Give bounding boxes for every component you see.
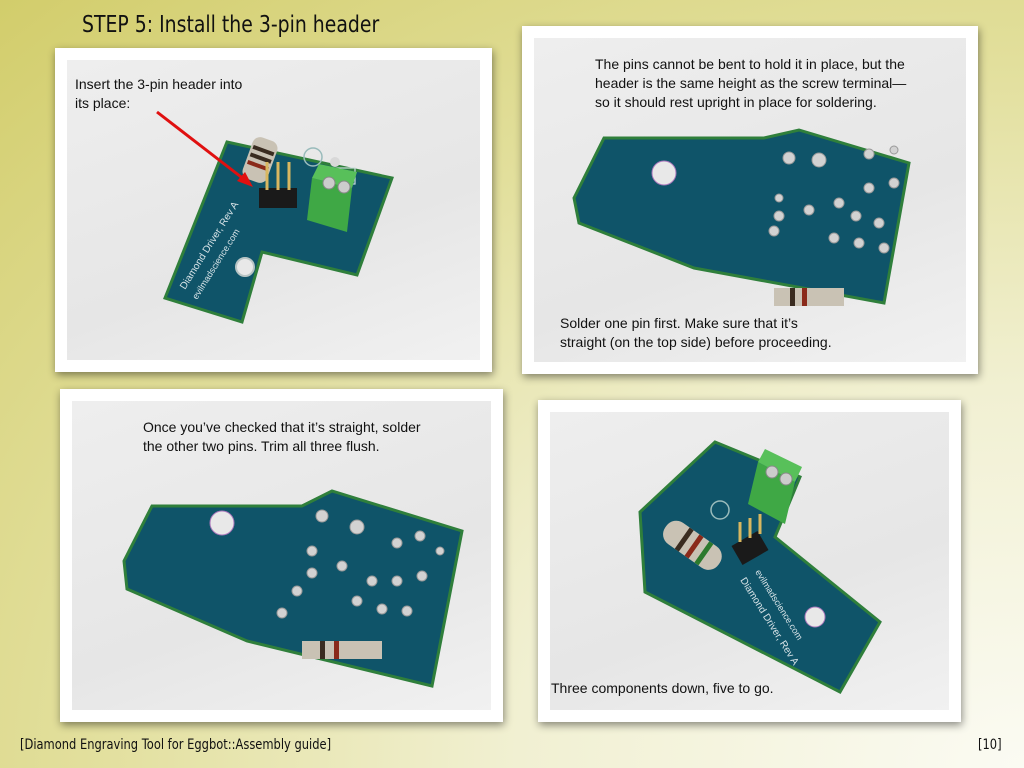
slide-title: STEP 5: Install the 3-pin header [82, 12, 380, 38]
photo-3 [72, 401, 491, 710]
photo-card-3: Once you’ve checked that it’s straight, … [60, 389, 503, 722]
photo-1: Diamond Driver, Rev A evilmadscience.com [67, 60, 480, 360]
photo-4: Diamond Driver, Rev A evilmadscience.com [550, 412, 949, 710]
panel-2-caption-bottom: Solder one pin first. Make sure that it’… [560, 315, 832, 350]
photo-card-4: Diamond Driver, Rev A evilmadscience.com… [538, 400, 961, 722]
pcb-soldered-photo [122, 489, 464, 688]
footer-guide-title: [Diamond Engraving Tool for Eggbot::Asse… [20, 737, 332, 753]
panel-1-caption: Insert the 3-pin header into its place: [75, 76, 243, 111]
photo-card-2: The pins cannot be bent to hold it in pl… [522, 26, 978, 374]
photo-card-1: Diamond Driver, Rev A evilmadscience.com… [55, 48, 492, 372]
pcb-top-photo: Diamond Driver, Rev A evilmadscience.com [156, 110, 394, 324]
panel-2-caption-top: The pins cannot be bent to hold it in pl… [595, 56, 907, 110]
panel-4-caption: Three components down, five to go. [551, 680, 774, 696]
page-number: [10] [978, 737, 1002, 753]
pcb-finished-photo: Diamond Driver, Rev A evilmadscience.com [638, 440, 882, 694]
photo-2 [534, 38, 966, 362]
panel-3-caption: Once you’ve checked that it’s straight, … [143, 419, 421, 454]
red-arrow-icon [156, 110, 246, 182]
pcb-bottom-photo [572, 128, 911, 306]
